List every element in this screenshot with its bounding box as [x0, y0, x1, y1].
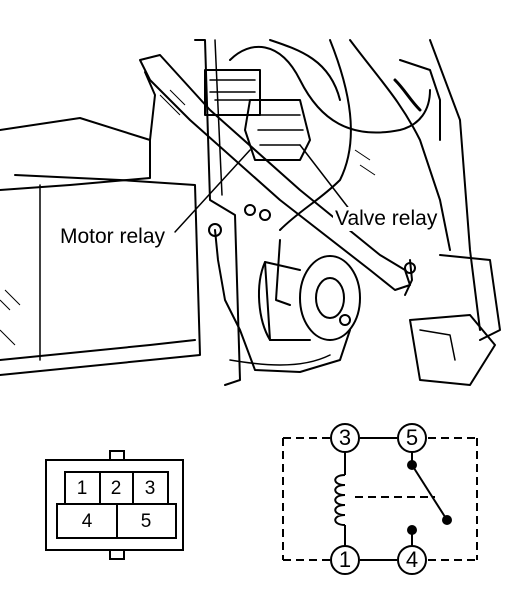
ground-wire-right [404, 259, 413, 296]
relay-switch-arm [411, 464, 448, 521]
connector-cavity-5 [116, 503, 177, 539]
terminal-5-label: 5 [405, 425, 419, 450]
motor-relay-block [204, 69, 261, 116]
terminal-4-label: 4 [405, 547, 419, 572]
lower-body-panel [0, 174, 201, 376]
connector-pin-2: 2 [110, 478, 122, 499]
connector-pin-5: 5 [140, 511, 152, 532]
terminal-1-label: 1 [338, 547, 352, 572]
wire-harness [229, 46, 431, 134]
motor [299, 255, 361, 341]
relay-schematic [282, 423, 478, 575]
valve-relay-label: Valve relay [333, 207, 440, 231]
terminal-3-label: 3 [338, 425, 352, 450]
connector-pin-1: 1 [76, 478, 88, 499]
body-panel [0, 117, 151, 191]
mounting-bracket [139, 54, 411, 291]
relay-coil [334, 474, 346, 526]
leader-valve-relay [299, 144, 351, 211]
right-panel [349, 39, 451, 251]
connector-pin-3: 3 [144, 478, 156, 499]
valve-relay-block [244, 99, 311, 161]
leader-motor-relay [174, 149, 251, 233]
motor-relay-label: Motor relay [58, 225, 168, 249]
connector-pin-4: 4 [81, 511, 93, 532]
steering-column [194, 39, 241, 386]
ground-wire-left [214, 229, 351, 373]
